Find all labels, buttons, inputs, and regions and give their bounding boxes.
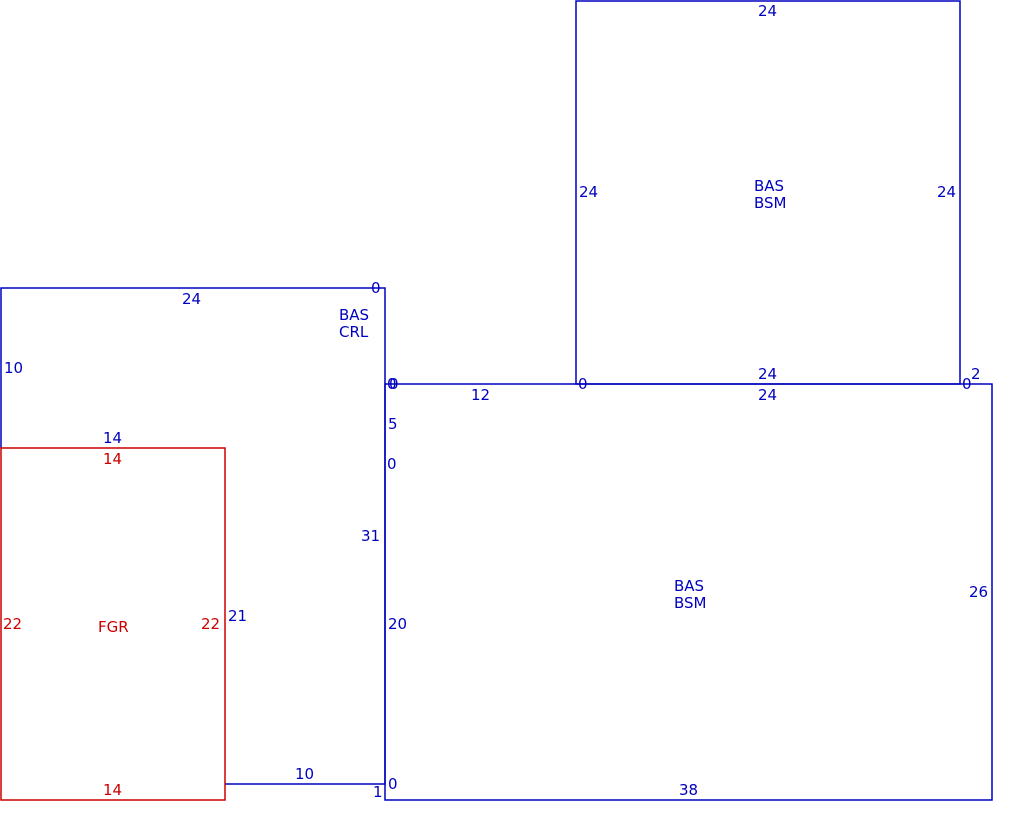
bas-crl-dim: 14	[103, 429, 122, 447]
bas-crl-code-2: CRL	[339, 323, 369, 341]
bas-bsm-lower-dim: 12	[471, 386, 490, 404]
bas-bsm-upper-dim: 0	[962, 375, 972, 393]
bas-crl-dim: 31	[361, 527, 380, 545]
bas-bsm-lower-dim: 2	[971, 365, 981, 383]
bas-bsm-lower-labels: BAS BSM 0 12 24 2 26 38 0 20 0	[387, 365, 988, 799]
bas-bsm-lower-outline	[384, 383, 993, 801]
bas-bsm-upper-labels: BAS BSM 24 24 24 24 0 0	[578, 2, 972, 393]
bas-bsm-upper-dim: 24	[937, 183, 956, 201]
bas-bsm-lower-dim: 38	[679, 781, 698, 799]
bas-bsm-lower-dim: 26	[969, 583, 988, 601]
bas-bsm-upper-code-2: BSM	[754, 194, 787, 212]
bas-bsm-lower-code-2: BSM	[674, 594, 707, 612]
bas-bsm-lower-code-1: BAS	[674, 577, 704, 595]
bas-bsm-upper-code-1: BAS	[754, 177, 784, 195]
bas-crl-dim: 10	[4, 359, 23, 377]
bas-crl-outline	[0, 287, 386, 785]
bas-bsm-upper-dim: 24	[758, 2, 777, 20]
bas-crl-dim: 0	[371, 279, 381, 297]
bas-crl-dim: 21	[228, 607, 247, 625]
bas-bsm-upper-dim: 24	[758, 365, 777, 383]
bas-crl-dim: 5	[388, 415, 398, 433]
bas-bsm-upper-dim: 0	[578, 375, 588, 393]
fgr-labels: FGR 14 22 22 14	[3, 450, 220, 799]
bas-crl-dim: 24	[182, 290, 201, 308]
fgr-code: FGR	[98, 618, 129, 636]
fgr-dim: 22	[3, 615, 22, 633]
bas-crl-dim: 0	[387, 375, 397, 393]
bas-bsm-lower-dim: 0	[387, 455, 397, 473]
bas-bsm-lower-dim: 0	[389, 375, 399, 393]
fgr-dim: 22	[201, 615, 220, 633]
bas-crl-labels: BAS CRL 0 24 10 14 21 10 1 31 5 0	[4, 279, 398, 801]
bas-crl-code-1: BAS	[339, 306, 369, 324]
bas-bsm-upper-dim: 24	[579, 183, 598, 201]
fgr-dim: 14	[103, 450, 122, 468]
fgr-dim: 14	[103, 781, 122, 799]
bas-bsm-lower-dim: 0	[388, 775, 398, 793]
fgr-outline	[0, 447, 226, 801]
bas-crl-dim: 10	[295, 765, 314, 783]
bas-bsm-lower-dim: 24	[758, 386, 777, 404]
bas-bsm-lower-dim: 20	[388, 615, 407, 633]
bas-crl-dim: 1	[373, 783, 383, 801]
